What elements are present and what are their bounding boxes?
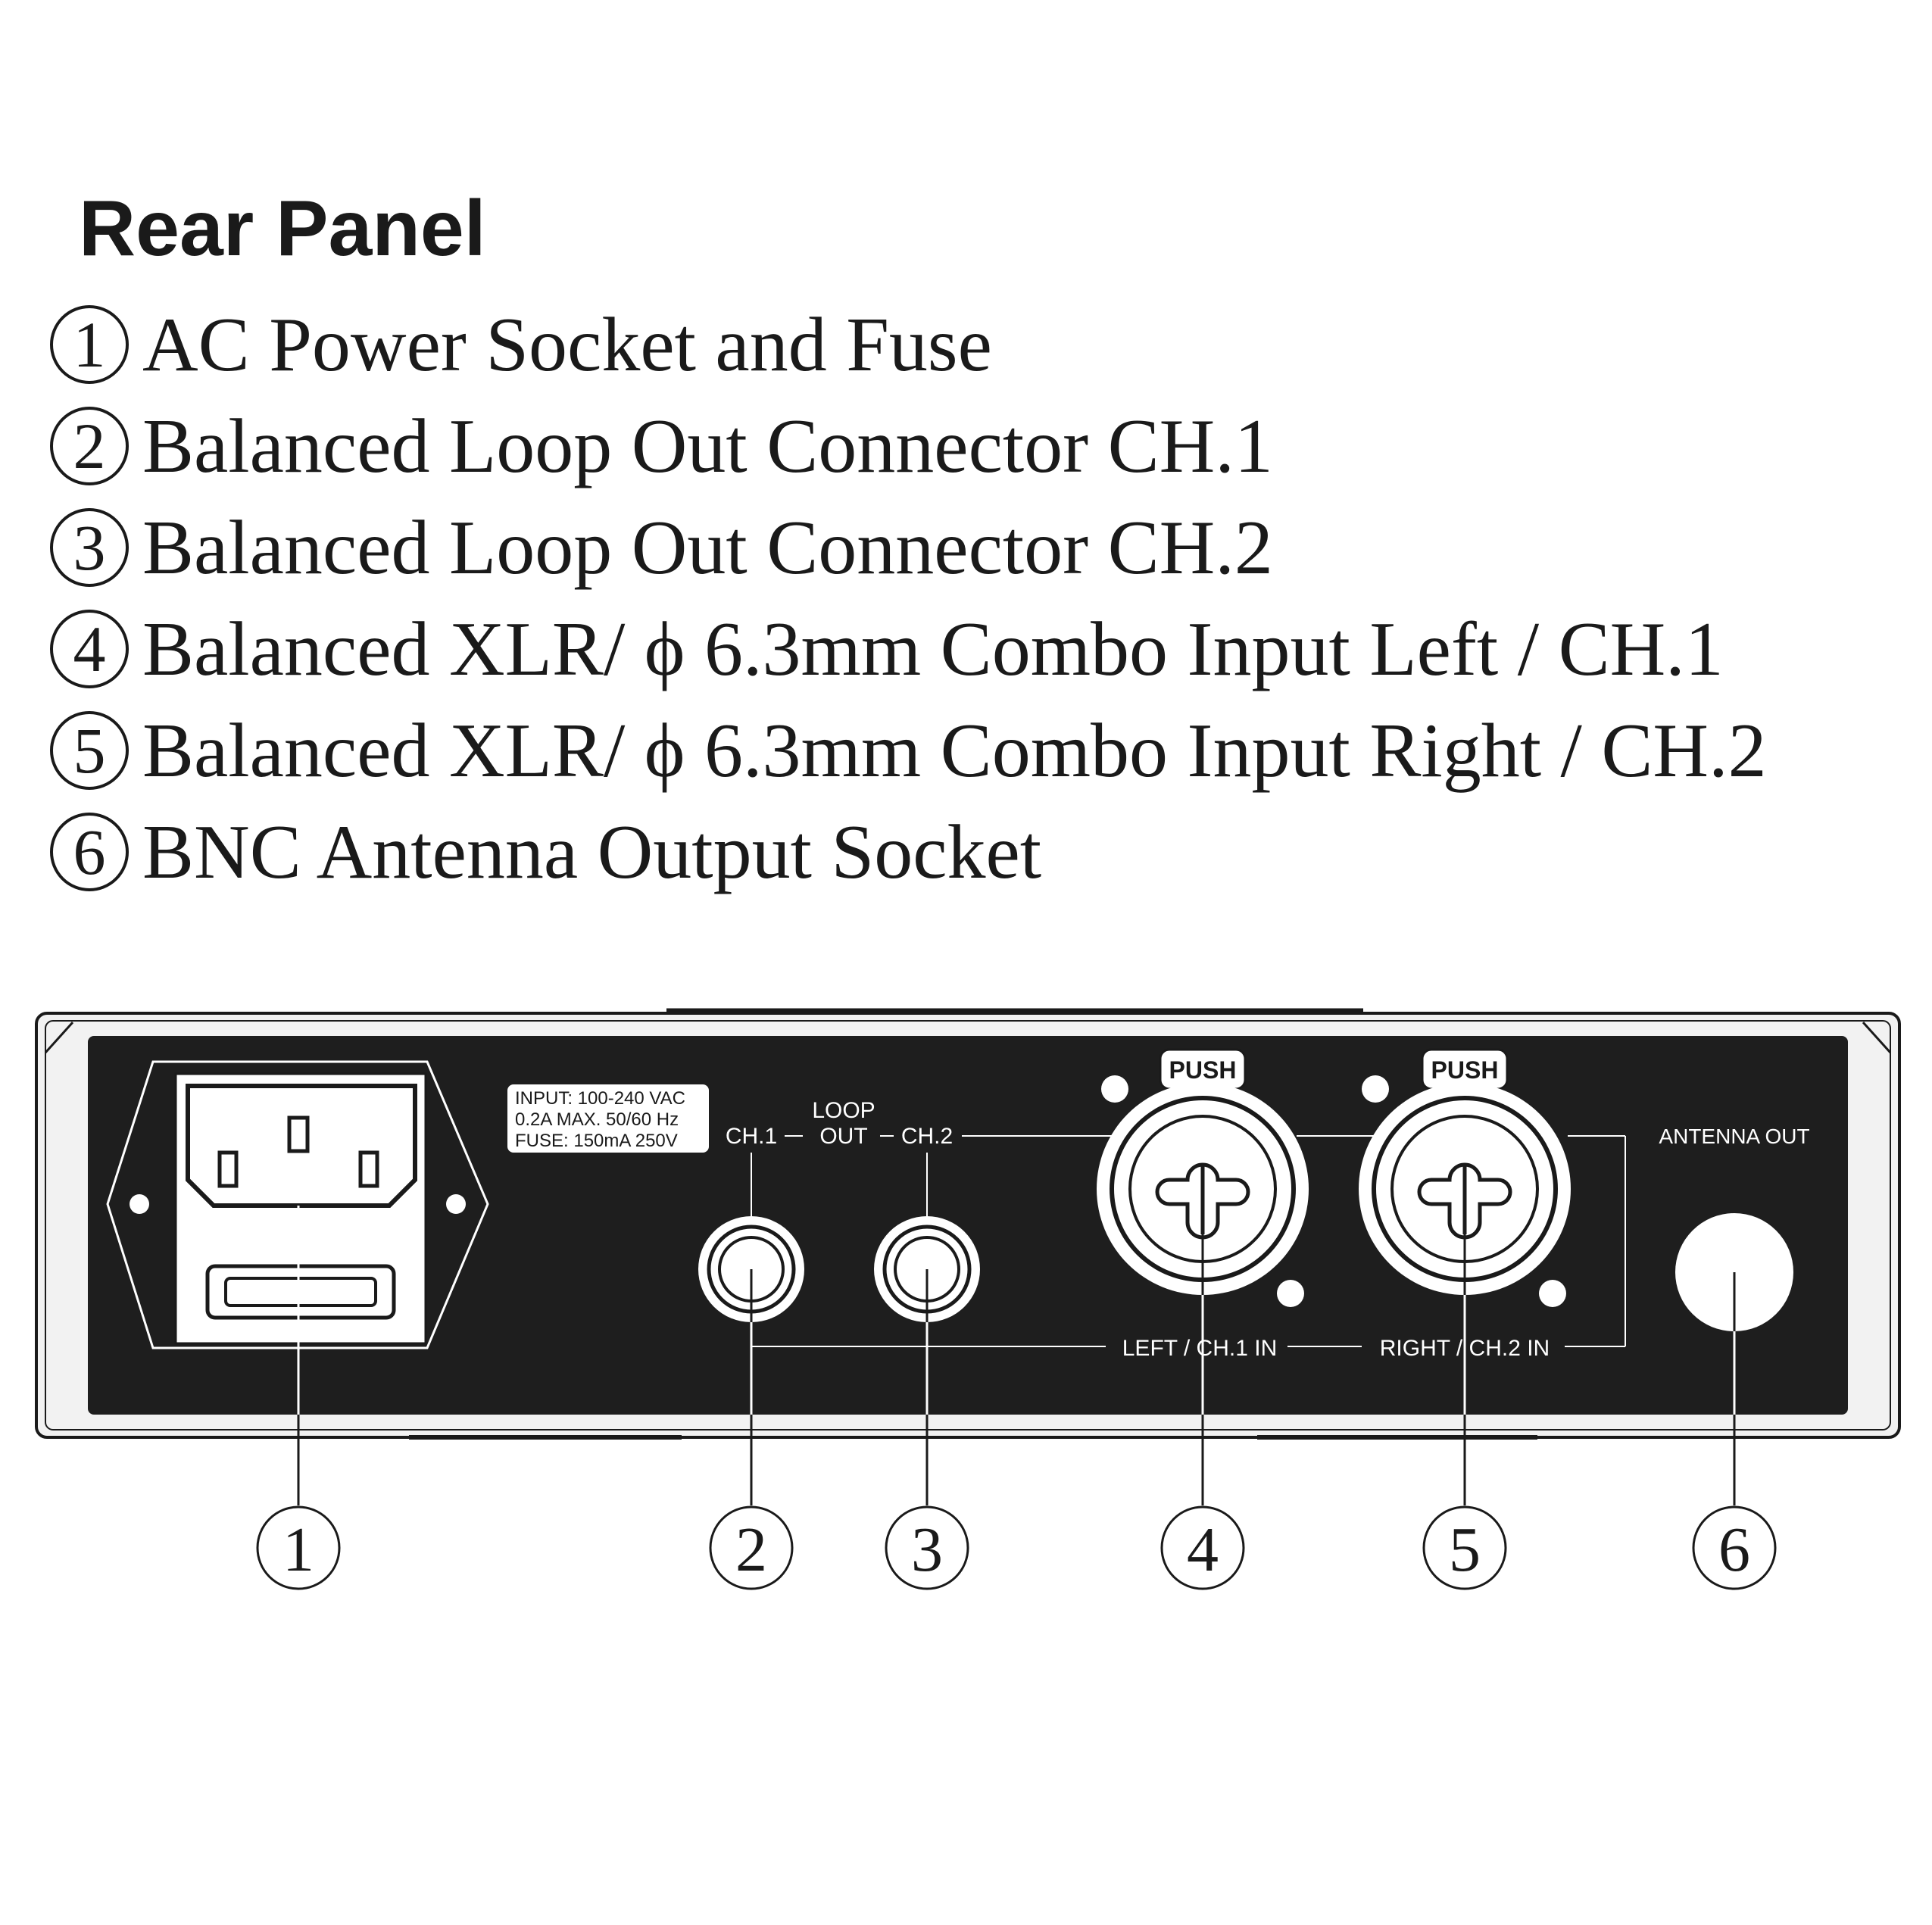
power-rating-label: INPUT: 100-240 VAC 0.2A MAX. 50/60 Hz FU…	[507, 1084, 709, 1153]
legend-label-2: Balanced Loop Out Connector CH.1	[142, 403, 1273, 489]
legend-item-6: 6 BNC Antenna Output Socket	[50, 801, 1767, 903]
callout-1: 1	[256, 1505, 341, 1590]
callout-4: 4	[1160, 1505, 1245, 1590]
ac-power-socket	[106, 1060, 489, 1349]
callout-number-2: 2	[735, 1515, 767, 1585]
callout-number-1: 1	[282, 1515, 314, 1585]
legend-label-4: Balanced XLR/ ϕ 6.3mm Combo Input Left /…	[142, 606, 1724, 692]
left-input-label: LEFT / CH.1 IN	[1122, 1336, 1278, 1361]
legend-label-5: Balanced XLR/ ϕ 6.3mm Combo Input Right …	[142, 707, 1767, 794]
legend-number-5: 5	[50, 711, 129, 790]
page-title: Rear Panel	[79, 185, 486, 273]
legend-number-2: 2	[50, 407, 129, 485]
antenna-out-label: ANTENNA OUT	[1659, 1125, 1809, 1148]
callout-number-3: 3	[911, 1515, 943, 1585]
callout-lines-on-plate	[297, 1206, 1736, 1415]
loop-out-ch2-label: CH.2	[901, 1124, 953, 1149]
legend-number-6: 6	[50, 813, 129, 891]
loop-out-label-line-1: LOOP	[812, 1098, 875, 1123]
push-label-left: PUSH	[1169, 1056, 1237, 1084]
loop-out-label-line-2: OUT	[819, 1124, 867, 1149]
input-bracket-lines	[751, 1135, 1626, 1347]
callout-6: 6	[1692, 1505, 1777, 1590]
legend-number-4: 4	[50, 610, 129, 688]
legend-label-3: Balanced Loop Out Connector CH.2	[142, 504, 1273, 591]
legend-list: 1 AC Power Socket and Fuse 2 Balanced Lo…	[50, 294, 1767, 903]
callout-5: 5	[1422, 1505, 1507, 1590]
power-rating-line-1: INPUT: 100-240 VAC	[515, 1088, 685, 1109]
callout-number-6: 6	[1718, 1515, 1750, 1585]
legend-label-6: BNC Antenna Output Socket	[142, 809, 1042, 895]
legend-item-2: 2 Balanced Loop Out Connector CH.1	[50, 395, 1767, 497]
legend-label-1: AC Power Socket and Fuse	[142, 301, 992, 388]
callout-number-4: 4	[1187, 1515, 1219, 1585]
legend-item-4: 4 Balanced XLR/ ϕ 6.3mm Combo Input Left…	[50, 598, 1767, 700]
legend-item-3: 3 Balanced Loop Out Connector CH.2	[50, 497, 1767, 598]
rear-panel-diagram: INPUT: 100-240 VAC 0.2A MAX. 50/60 Hz FU…	[35, 1008, 1901, 1590]
legend-item-5: 5 Balanced XLR/ ϕ 6.3mm Combo Input Righ…	[50, 700, 1767, 801]
power-rating-line-3: FUSE: 150mA 250V	[515, 1131, 678, 1151]
legend-number-3: 3	[50, 508, 129, 587]
legend-item-1: 1 AC Power Socket and Fuse	[50, 294, 1767, 395]
callout-2: 2	[709, 1505, 794, 1590]
loop-out-labels: LOOP OUT CH.1 CH.2	[726, 1098, 1118, 1225]
loop-out-ch1-label: CH.1	[726, 1124, 777, 1149]
push-label-right: PUSH	[1431, 1056, 1499, 1084]
legend-number-1: 1	[50, 305, 129, 384]
power-rating-line-2: 0.2A MAX. 50/60 Hz	[515, 1109, 679, 1130]
callout-3: 3	[885, 1505, 969, 1590]
callout-number-5: 5	[1449, 1515, 1481, 1585]
